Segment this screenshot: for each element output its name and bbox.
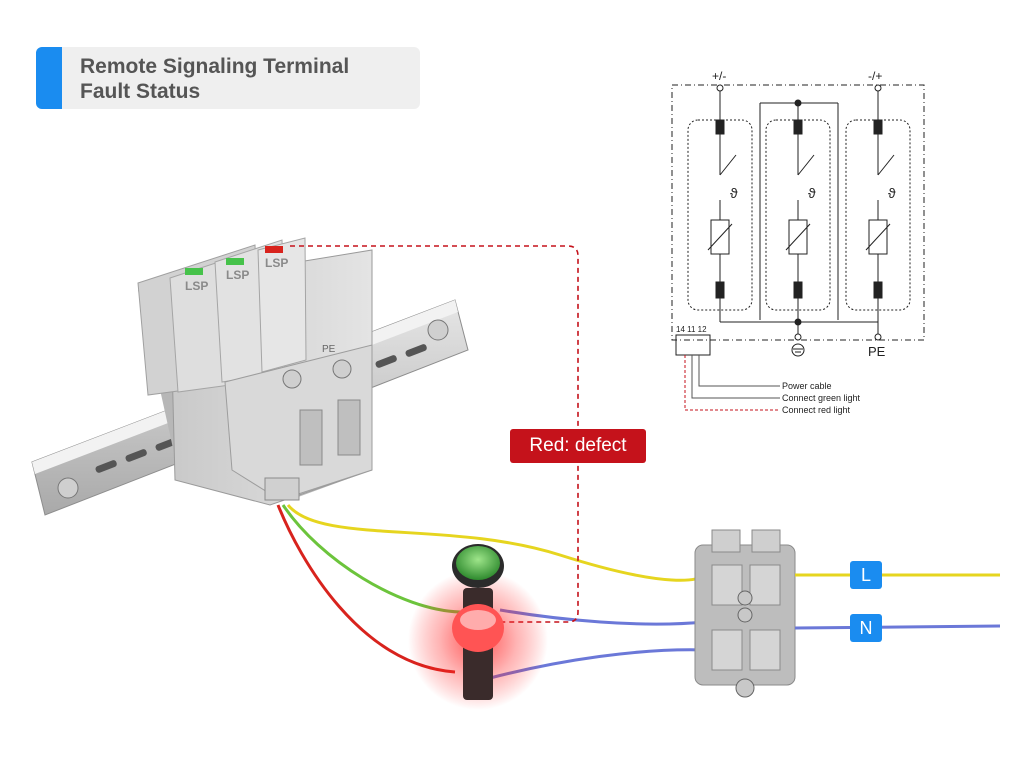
defect-badge: Red: defect [510,429,646,463]
ground-icon [791,343,805,357]
indicator-lamps [408,544,548,710]
line-tag: L [850,561,882,589]
brand-logo-2: LSP [226,268,249,282]
status-window-green-2 [226,258,244,265]
title-line-1: Remote Signaling Terminal [80,55,350,78]
schematic [671,84,925,411]
wire-neutral-out [794,624,1001,630]
status-window-green-1 [185,268,203,275]
neutral-tag: N [850,614,882,642]
remote-signal-terminal [264,477,300,501]
signal-contact-box [675,334,711,356]
rail-screw-right [427,319,449,341]
brand-logo-1: LSP [185,279,208,293]
wire-yellow [286,504,707,582]
legend-red-light: Connect red light [782,405,851,415]
terminal-block [694,529,796,698]
legend-power-cable: Power cable [782,381,832,391]
schematic-label-top-right: -/+ [868,69,882,83]
schematic-label-top-left: +/- [712,69,726,83]
schematic-label-pe: PE [868,344,886,359]
schematic-labels: +/- -/+ PE 14 11 12 ϑ ϑ ϑ [676,69,896,359]
title-line-2: Fault Status [80,80,201,103]
schematic-terminal-numbers: 14 11 12 [676,325,707,334]
thermal-symbol-2: ϑ [808,185,816,201]
thermal-symbol-1: ϑ [730,185,738,201]
terminal-clamp-1 [299,409,323,466]
green-lamp [456,546,500,580]
surge-protector: LSP LSP LSP PE [137,237,373,506]
schematic-module-2 [765,119,831,311]
brand-logo-3: LSP [265,256,288,270]
legend-green-light: Connect green light [782,393,861,403]
base-screw-1 [282,369,302,389]
status-window-red [265,246,283,253]
base-screw-2 [332,359,352,379]
terminal-clamp-2 [337,399,361,456]
title-accent-bar [36,47,62,109]
pe-marking: PE [322,344,336,355]
rail-screw-left [57,477,79,499]
schematic-module-1 [687,119,753,311]
title-card: Remote Signaling Terminal Fault Status [36,47,420,109]
schematic-module-3 [845,119,911,311]
thermal-symbol-3: ϑ [888,185,896,201]
